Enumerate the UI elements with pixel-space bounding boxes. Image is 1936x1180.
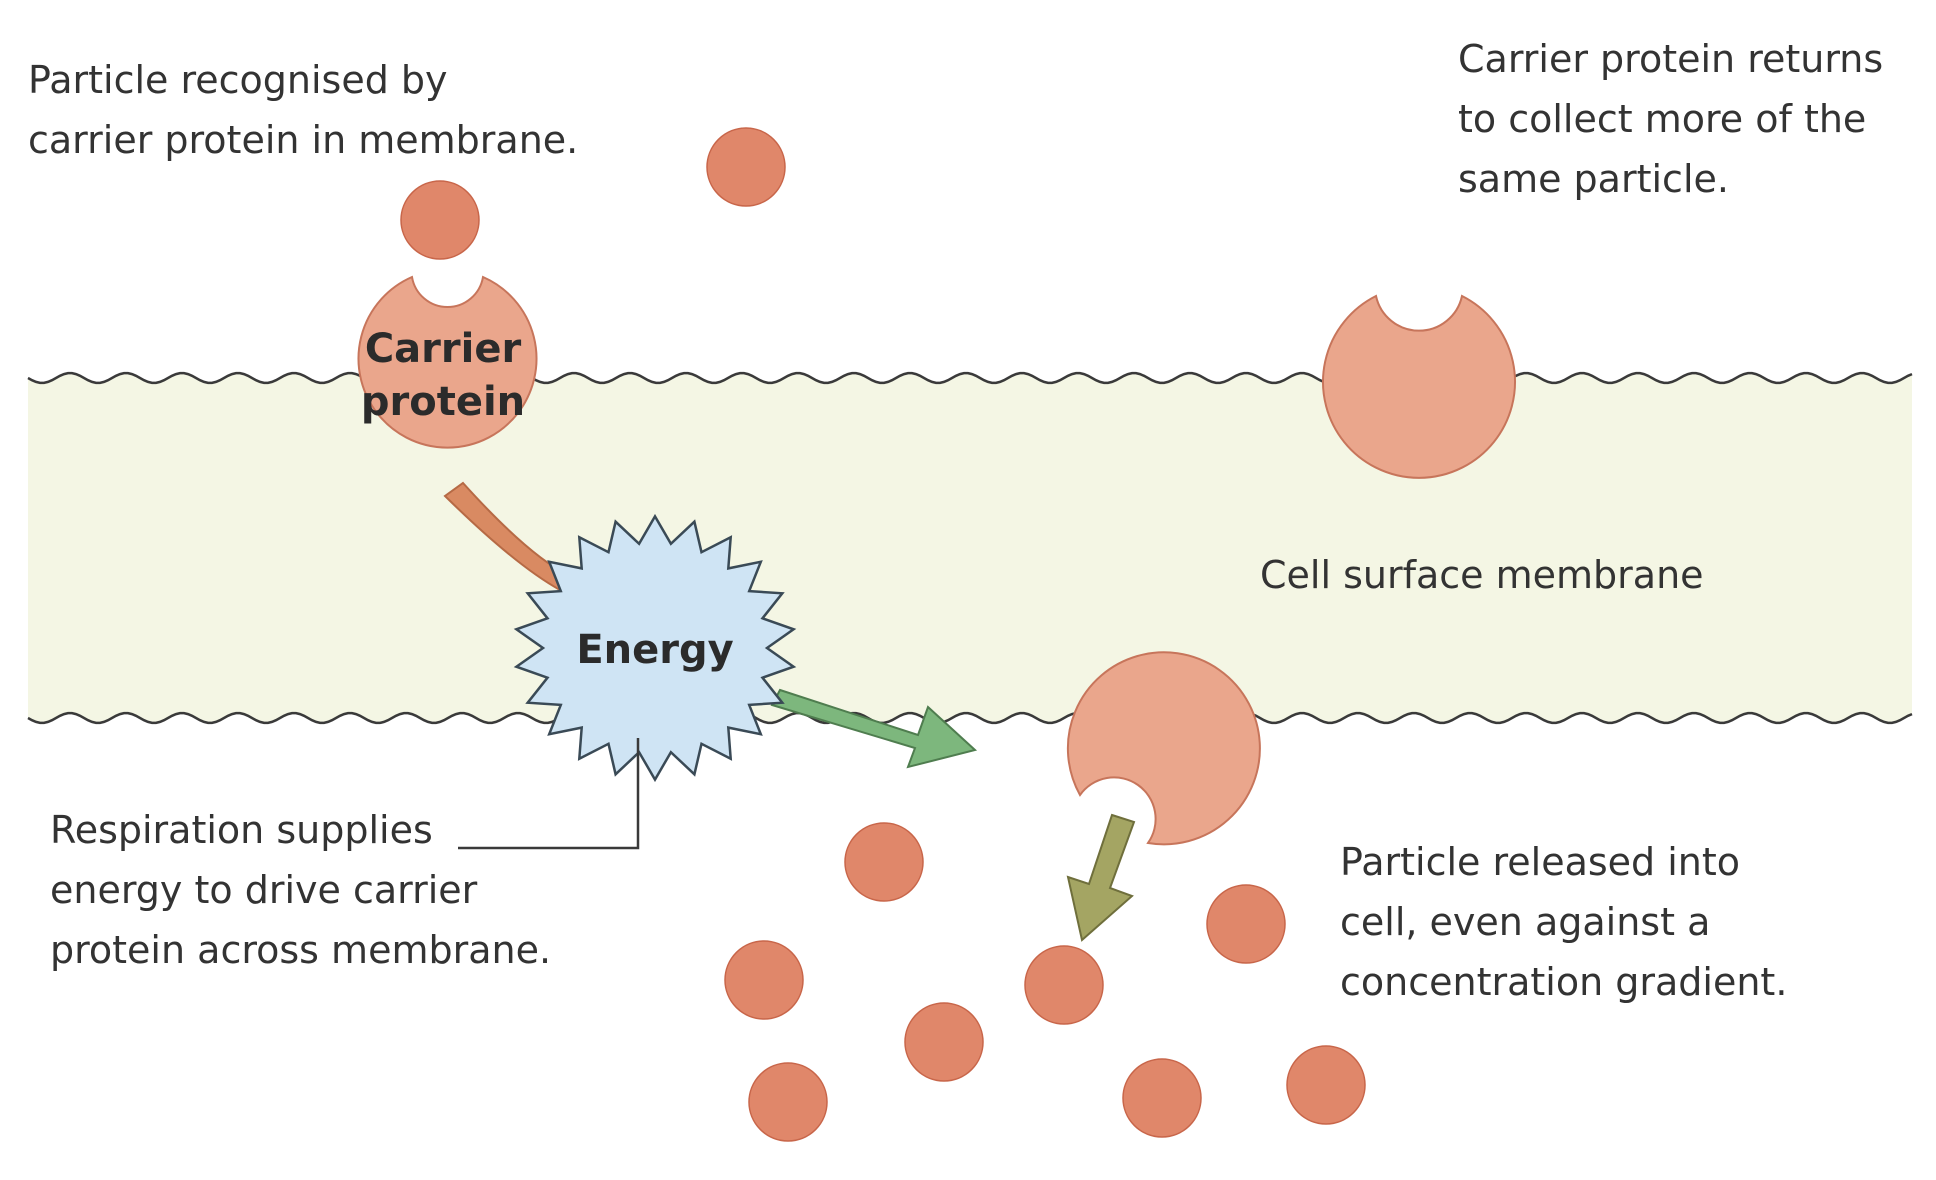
particle-inside <box>748 1062 828 1142</box>
energy-to-carrier-arrow <box>770 688 978 769</box>
recognised-caption-line1: Particle recognised by <box>28 58 448 102</box>
energy-label: Energy <box>576 627 733 673</box>
carrier-protein-label-line2: protein <box>361 379 525 425</box>
returns-caption: Carrier protein returns to collect more … <box>1458 37 1895 201</box>
respiration-caption-line2: energy to drive carrier <box>50 868 478 912</box>
respiration-caption-line1: Respiration supplies <box>50 808 433 852</box>
carrier-protein-left-body <box>357 275 538 449</box>
membrane-bottom-edge <box>27 711 1913 725</box>
released-caption-line2: cell, even against a <box>1340 900 1710 944</box>
released-caption: Particle released into cell, even agains… <box>1340 840 1787 1004</box>
particle-inside <box>1024 945 1104 1025</box>
particle-inside <box>1206 884 1286 964</box>
particle-inside <box>904 1002 984 1082</box>
particle-inside <box>724 940 804 1020</box>
recognised-caption-line2: carrier protein in membrane. <box>28 118 578 162</box>
carrier-protein-returning <box>1322 294 1516 479</box>
cell-membrane-band <box>28 373 1912 723</box>
particle-outside <box>706 127 786 207</box>
respiration-caption: Respiration supplies energy to drive car… <box>50 808 551 972</box>
recognised-caption: Particle recognised by carrier protein i… <box>28 58 578 162</box>
particle-inside <box>844 822 924 902</box>
released-caption-line3: concentration gradient. <box>1340 960 1787 1004</box>
carrier-protein-label-line1: Carrier <box>365 326 522 372</box>
respiration-leader-line <box>458 738 640 850</box>
respiration-caption-line3: protein across membrane. <box>50 928 551 972</box>
particle-inside <box>1122 1058 1202 1138</box>
carrier-protein-left: Carrier protein <box>357 275 538 449</box>
released-caption-line1: Particle released into <box>1340 840 1740 884</box>
returns-caption-line2: to collect more of the <box>1458 97 1866 141</box>
membrane-top-edge <box>27 371 1913 385</box>
returns-caption-line3: same particle. <box>1458 157 1729 201</box>
particle-recognised <box>400 180 480 260</box>
carrier-protein-releasing <box>1066 651 1261 846</box>
release-arrow <box>1066 813 1136 942</box>
membrane-caption: Cell surface membrane <box>1260 553 1704 597</box>
particle-inside <box>1286 1045 1366 1125</box>
energy-starburst <box>513 513 797 783</box>
returns-caption-line1: Carrier protein returns <box>1458 37 1883 81</box>
